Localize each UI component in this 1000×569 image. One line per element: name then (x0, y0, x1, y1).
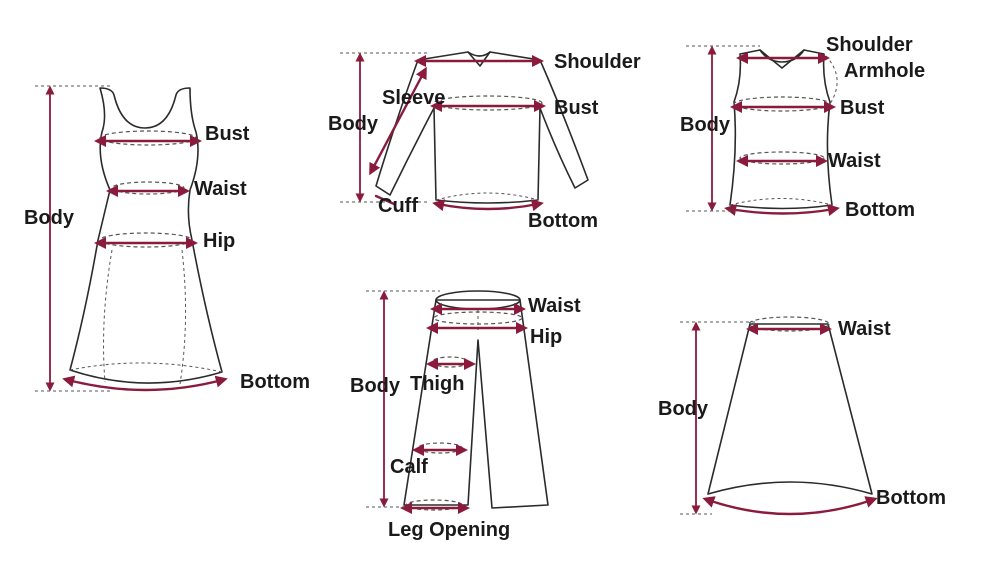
skirt-bottom-line (702, 496, 878, 516)
dress-outline (69, 87, 223, 384)
shirt-bottom-label: Bottom (528, 210, 598, 232)
shirt-outline (375, 51, 589, 204)
dress-fold-left (103, 249, 113, 383)
tank-bust-guide (733, 96, 831, 112)
shirt-bust-guide (433, 95, 543, 111)
shirt-cuff-line (374, 194, 396, 206)
shirt-sleeve-line (369, 66, 427, 176)
pants-thigh-label: Thigh (410, 373, 465, 395)
pants-leg-opening-label: Leg Opening (388, 519, 511, 541)
shirt-hem-dashed (435, 192, 539, 201)
pants-drawing (366, 290, 549, 514)
skirt-bottom-label: Bottom (876, 487, 946, 509)
pants-thigh-guide (431, 356, 469, 368)
skirt-waist-label: Waist (838, 318, 891, 340)
shirt-body-label: Body (328, 113, 378, 135)
dress-drawing (35, 85, 228, 392)
dress-fold-right (179, 249, 187, 385)
pants-calf-guide (417, 442, 463, 454)
tank-armhole-label: Armhole (844, 60, 926, 82)
shirt-bottom-line (432, 199, 544, 212)
tank-waist-label: Waist (828, 150, 881, 172)
tank-bust-label: Bust (840, 97, 885, 119)
dress-hem-dashed (69, 362, 223, 373)
shirt-drawing (340, 51, 589, 212)
tank-bottom-label: Bottom (845, 199, 915, 221)
dress-bust-guide (99, 130, 197, 146)
tank-armhole-curve (825, 55, 838, 105)
pants-waist-label: Waist (528, 295, 581, 317)
dress-bottom-label: Bottom (240, 371, 310, 393)
dress-hip-guide (99, 232, 193, 248)
skirt-body-label: Body (658, 398, 708, 420)
dress-bust-label: Bust (205, 123, 250, 145)
shirt-shoulder-label: Shoulder (554, 51, 641, 73)
dress-body-label: Body (24, 207, 74, 229)
dress-waist-label: Waist (194, 178, 247, 200)
tank-body-label: Body (680, 114, 730, 136)
tank-outline (729, 49, 833, 210)
tank-drawing (686, 45, 840, 216)
skirt-outline (707, 323, 873, 495)
shirt-sleeve-label: Sleeve (382, 87, 446, 109)
skirt-drawing (680, 316, 878, 516)
tank-shoulder-label: Shoulder (826, 34, 913, 56)
tank-hem-dashed (729, 198, 833, 206)
tank-bottom-line (724, 204, 840, 216)
shirt-cuff-label: Cuff (378, 195, 418, 217)
pants-body-label: Body (350, 375, 400, 397)
shirt-bust-label: Bust (554, 97, 599, 119)
dress-hip-label: Hip (203, 230, 236, 252)
pants-calf-label: Calf (390, 456, 428, 478)
dress-bottom-line (62, 375, 228, 392)
pants-hip-label: Hip (530, 326, 563, 348)
